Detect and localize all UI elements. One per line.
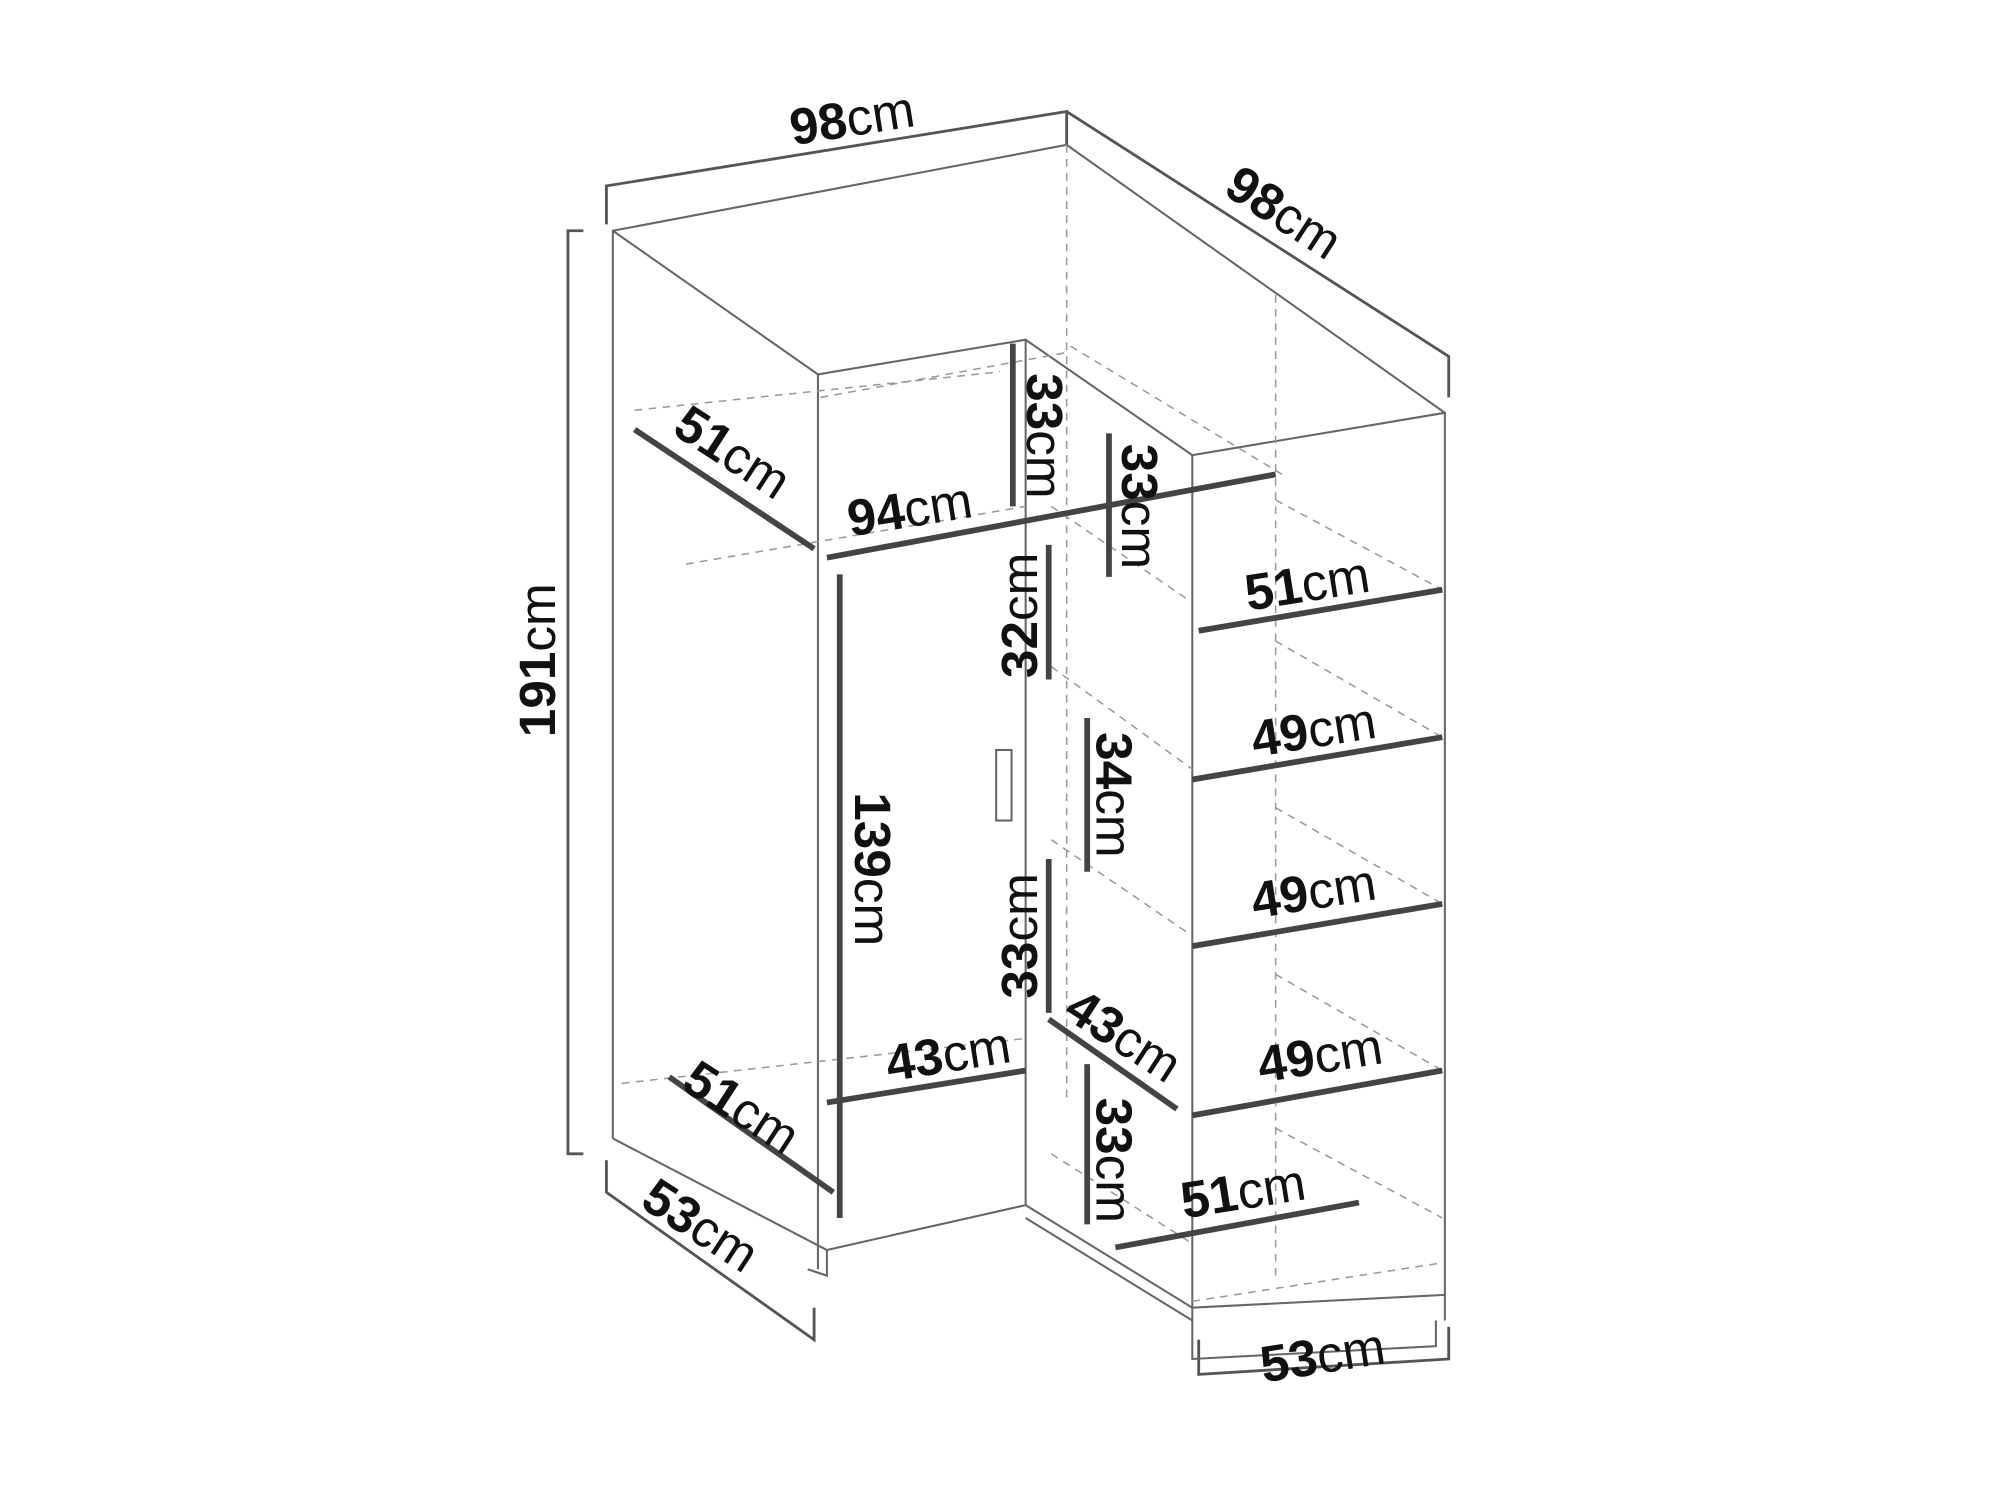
label-top-width: 98cm [786, 80, 919, 156]
label-left-compartment-3: 33cm [991, 873, 1048, 998]
label-left-compartment-1: 32cm [991, 553, 1048, 678]
label-bottom-compartment: 33cm [1086, 1098, 1143, 1223]
label-left-compartment-2: 34cm [1086, 732, 1143, 857]
label-shelf-right-3: 49cm [1247, 853, 1380, 929]
label-hanging-height: 139cm [845, 792, 902, 946]
label-shelf-right-2: 49cm [1247, 691, 1380, 767]
label-shelf-right-4: 49cm [1254, 1017, 1387, 1093]
dimension-labels: 98cm 98cm 191cm 51cm 94cm 33cm 33cm 51cm… [509, 80, 1389, 1393]
dimension-bars [633, 343, 1443, 1251]
label-bottom-inner-diag: 43cm [1056, 977, 1192, 1093]
dimension-guides [566, 109, 1451, 1376]
label-top-inner-width: 94cm [843, 471, 976, 547]
label-height: 191cm [509, 583, 566, 737]
label-bottom-inner-width: 43cm [882, 1016, 1015, 1092]
hidden-edges [621, 144, 1443, 1303]
label-top-right-height: 33cm [1111, 444, 1168, 569]
label-right-width: 98cm [1216, 154, 1352, 270]
label-bottom-left-depth: 51cm [674, 1049, 810, 1165]
label-top-center-height: 33cm [1016, 373, 1073, 498]
door-handle [995, 748, 1013, 822]
label-shelf-right-1: 51cm [1241, 545, 1374, 621]
label-bottom-right-depth: 51cm [1177, 1153, 1310, 1229]
label-base-right-width: 53cm [1256, 1317, 1389, 1393]
